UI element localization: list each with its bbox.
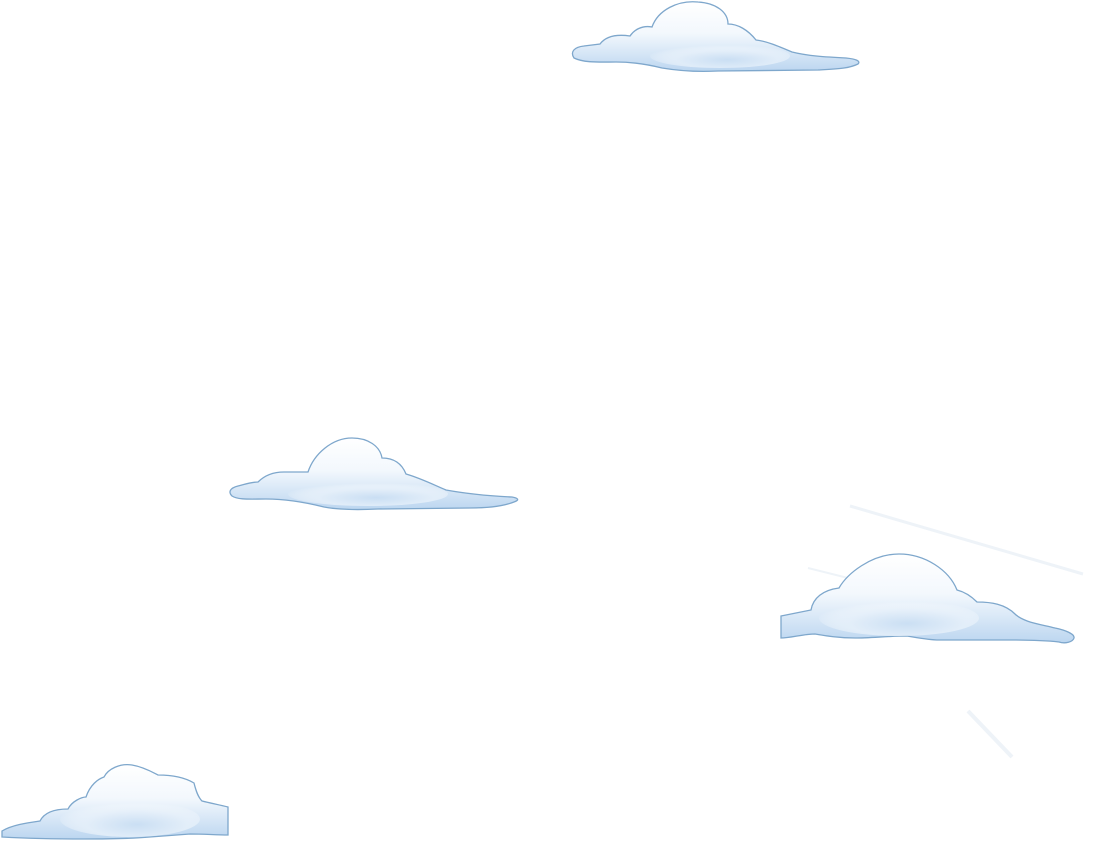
wind-streak <box>966 709 1014 759</box>
cloud-icon <box>780 553 1075 644</box>
cloud-icon <box>229 437 519 511</box>
cloud-icon <box>571 1 860 73</box>
cloud-icon <box>1 763 229 840</box>
